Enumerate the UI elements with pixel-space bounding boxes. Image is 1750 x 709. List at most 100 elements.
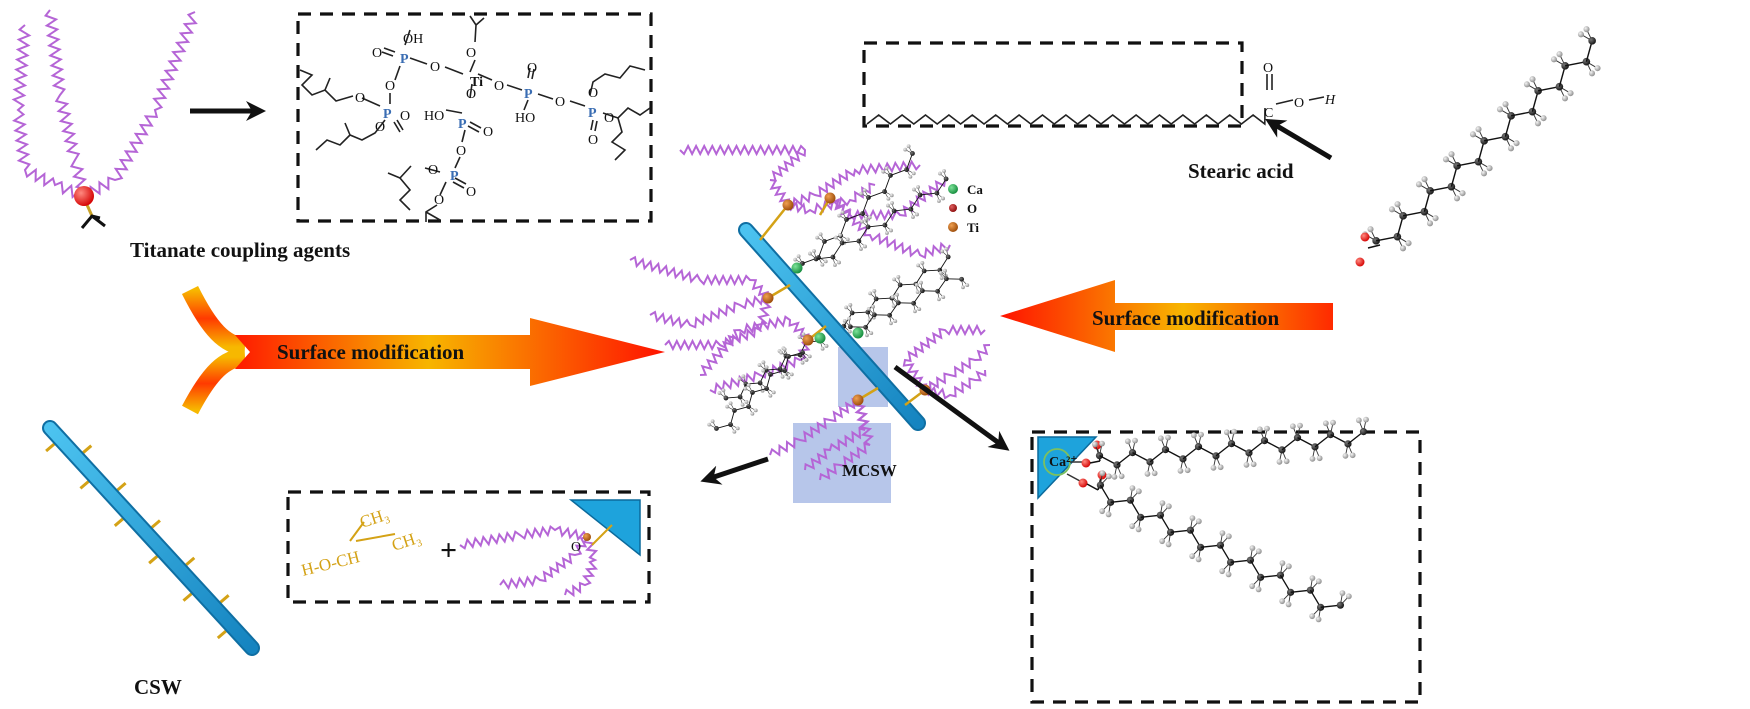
legend-ca-label: Ca (967, 182, 983, 197)
hydrogen-atom (780, 374, 785, 379)
hydrogen-atom (1567, 90, 1574, 97)
carbon-atom (888, 173, 893, 178)
carbon-atom (882, 189, 887, 194)
carbon-atom (1399, 212, 1407, 220)
hydrogen-atom (915, 212, 919, 217)
carbon-atom (865, 224, 871, 230)
hydrogen-atom (941, 295, 946, 300)
c-c-bond (868, 224, 885, 228)
hydrogen-atom (1405, 240, 1412, 247)
carbon-atom (714, 426, 719, 431)
plus-sign: + (440, 534, 457, 567)
csw-whisker (42, 420, 260, 656)
c-c-bond (920, 192, 937, 196)
hydrogen-atom (1345, 593, 1352, 600)
atom-o: O (355, 91, 365, 106)
hydrogen-atom (1363, 416, 1369, 423)
hydrogen-atom (740, 402, 745, 407)
hydrogen-atom (717, 391, 722, 395)
hydrogen-atom (1529, 76, 1536, 83)
atom-c: C (1264, 106, 1273, 121)
carbon-atom (959, 276, 965, 282)
legend-ca-swatch (948, 184, 958, 194)
hydrogen-atom (1367, 226, 1374, 233)
hydrogen-atom (1448, 151, 1455, 158)
hydrogen-atom (868, 291, 873, 296)
atom-o: O (400, 109, 410, 124)
carbon-atom (910, 151, 915, 156)
hydrogen-atom (1091, 441, 1098, 448)
hydrogen-atom (939, 276, 944, 280)
o-c-bond (1086, 483, 1099, 491)
carbon-atom (917, 192, 923, 198)
arrow-to-stearic-structure (1265, 118, 1333, 161)
hydrogen-atom (1442, 156, 1449, 163)
hydrogen-atom (867, 318, 872, 322)
hydrogen-atom (1189, 553, 1196, 560)
carbon-atom (844, 217, 849, 222)
alkyl-chain (699, 315, 810, 376)
alkyl-chain (649, 293, 769, 330)
c-c-bond (748, 392, 753, 407)
hydrogen-atom (1309, 455, 1316, 462)
atom-ho: HO (424, 109, 444, 124)
hydrogen-atom (1480, 170, 1488, 177)
atom-oh: OH (403, 32, 423, 47)
hydrogen-atom (1159, 500, 1166, 506)
atom-o: O (494, 79, 504, 94)
hydrogen-atom (833, 263, 837, 267)
carbon-atom (908, 206, 914, 212)
atom-o: O (372, 46, 382, 61)
hydrogen-atom (892, 277, 897, 282)
atom-o: O (385, 79, 395, 94)
titanate-reaction-box: CH₃ CH₃ H-O-CH + O (286, 490, 651, 604)
c-c-bond (884, 175, 891, 192)
c-c-bond (890, 169, 907, 176)
atom-h: H (1324, 93, 1336, 108)
hydrogen-atom (1249, 583, 1256, 590)
hydrogen-atom (1255, 586, 1262, 593)
alkyl-chain (769, 397, 859, 457)
hydrogen-atom (916, 263, 921, 268)
hydrogen-atom (1219, 568, 1226, 575)
titanate-chain-3 (83, 11, 198, 200)
hydrogen-atom (1330, 419, 1336, 426)
o-c-bond (1089, 460, 1101, 464)
hydrogen-atom (757, 363, 762, 367)
hydrogen-atom (1315, 578, 1322, 585)
carbon-atom (866, 195, 871, 200)
hydrogen-atom (942, 169, 946, 173)
hydrogen-atom (915, 290, 920, 294)
alkyl-chain (829, 197, 951, 260)
hydrogen-atom (1507, 145, 1515, 152)
surface-modification-arrow-right: Surface modification (1000, 280, 1333, 352)
hydrogen-atom (1534, 120, 1542, 127)
hydrogen-atom (1355, 417, 1362, 424)
atom-o: O (466, 185, 476, 200)
c-c-bond (752, 388, 767, 393)
legend-ti-label: Ti (967, 220, 979, 235)
oxygen-atom (1081, 458, 1091, 468)
carbon-atom (1501, 132, 1510, 141)
hydrogen-atom (786, 375, 791, 380)
c-c-bond (900, 283, 916, 286)
c-c-bond (832, 242, 843, 258)
hydrogen-atom (917, 307, 922, 312)
carbon-atom (1507, 112, 1515, 120)
carbon-atom (934, 190, 940, 196)
carbon-atom (1372, 237, 1380, 245)
oxygen-atom (1355, 257, 1365, 267)
stearic-acid-structure-box: O C O H (862, 41, 1336, 128)
atom-p: P (400, 52, 409, 67)
carbon-atom (830, 254, 836, 260)
hydrogen-atom (1276, 458, 1283, 465)
isopropanol-formula: H-O-CH (299, 547, 361, 580)
hydrogen-atom (761, 360, 766, 365)
hydrogen-atom (1556, 51, 1563, 58)
hydrogen-atom (937, 297, 941, 302)
atom-o: O (466, 46, 476, 61)
hydrogen-atom (889, 193, 894, 198)
hydrogen-atom (1513, 140, 1520, 147)
hydrogen-atom (735, 426, 740, 431)
